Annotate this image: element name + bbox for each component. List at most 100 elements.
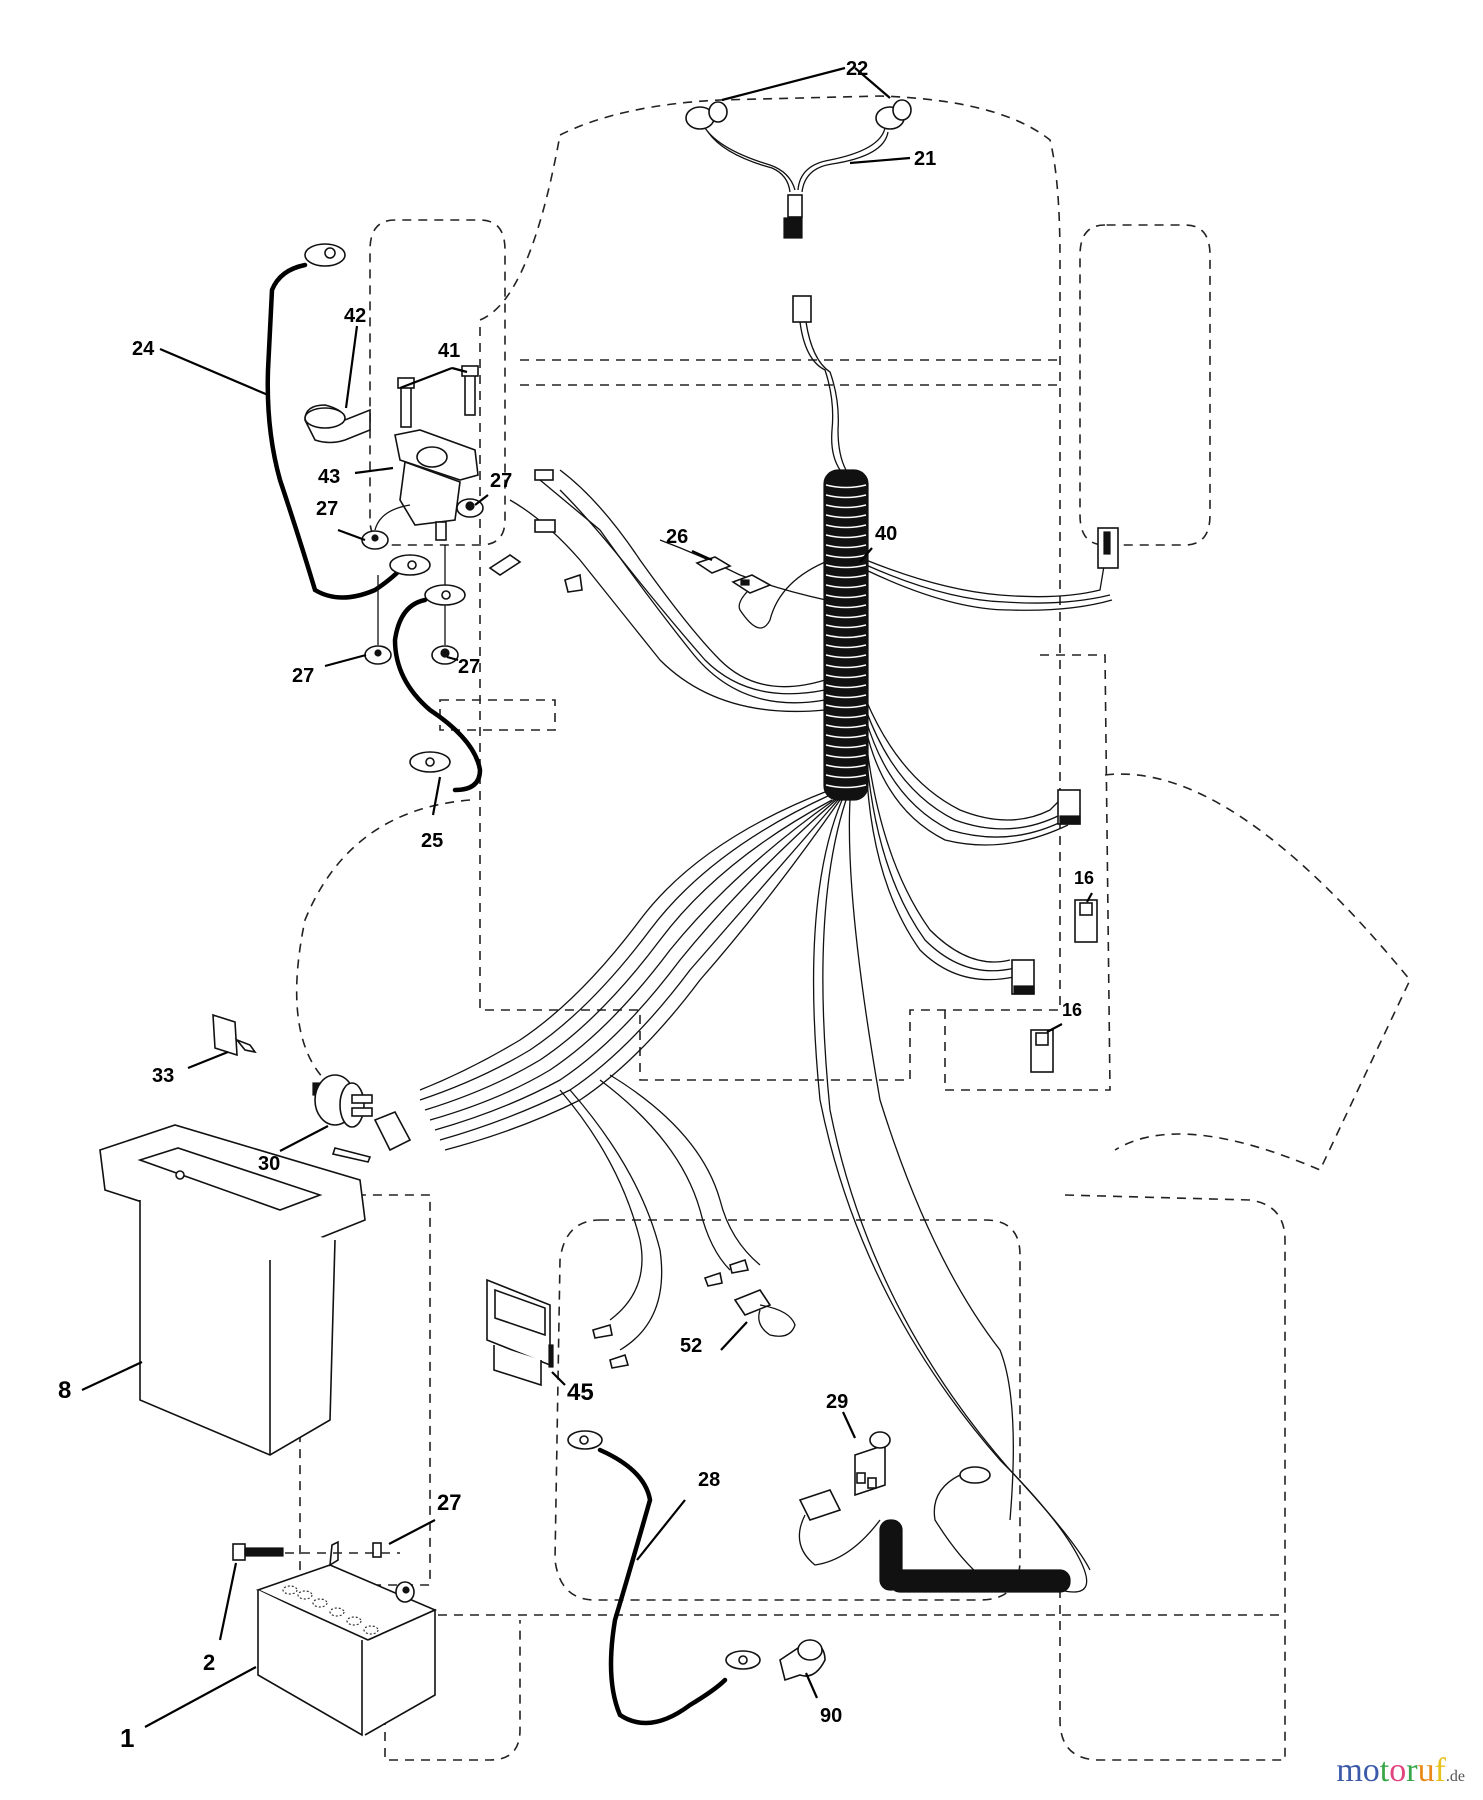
watermark-letter: f: [1434, 1752, 1446, 1789]
label-22: 22: [846, 58, 868, 80]
left-mid-panel: [439, 699, 556, 731]
front-right-wheel: [1079, 224, 1211, 546]
label-30: 30: [258, 1153, 280, 1175]
headlight-assembly: [685, 99, 912, 239]
label-16a: 16: [1074, 868, 1094, 888]
loom-ring: [825, 704, 867, 709]
loom-ring: [825, 694, 867, 699]
label-41: 41: [438, 340, 460, 362]
watermark-letter: o: [1389, 1752, 1407, 1789]
loom-ring: [825, 784, 867, 789]
loom-ring: [825, 714, 867, 719]
loom-ring: [825, 564, 867, 569]
label-28: 28: [698, 1469, 720, 1491]
switch-connectors-16: [1030, 899, 1098, 1073]
loom-ring: [825, 634, 867, 639]
loom-ring: [825, 544, 867, 549]
label-27c: 27: [292, 665, 314, 687]
label-27d: 27: [458, 656, 480, 678]
leader-lines: [81, 66, 1093, 1728]
headlight-connector: [787, 194, 803, 218]
solenoid-connectors: [488, 469, 583, 593]
headlight-right-socket: [892, 99, 912, 121]
battery-cable-24: [265, 243, 431, 600]
loom-ring: [825, 654, 867, 659]
loom-ring: [825, 574, 867, 579]
ground-cable-28: [567, 1430, 761, 1726]
solenoid-cable-25: [392, 584, 483, 793]
battery-1: [255, 1564, 437, 1737]
ignition-key-33: [212, 1013, 257, 1057]
watermark-letter: u: [1417, 1752, 1435, 1789]
deck-right: [1104, 773, 1411, 1172]
label-2: 2: [203, 1650, 215, 1675]
loom-ring: [825, 664, 867, 669]
battery-bolt-2: [232, 1543, 284, 1561]
watermark-suffix: .de: [1445, 1768, 1465, 1785]
label-8: 8: [58, 1377, 71, 1404]
label-29: 29: [826, 1391, 848, 1413]
loom-ring: [825, 774, 867, 779]
loom-ring: [825, 674, 867, 679]
loom-ring: [825, 684, 867, 689]
rear-left-wheel-arc: [295, 799, 471, 1086]
loom-ring: [825, 534, 867, 539]
watermark-letter: t: [1379, 1752, 1390, 1789]
loom-ring: [825, 754, 867, 759]
label-45: 45: [567, 1379, 594, 1406]
watermark-letter: r: [1406, 1752, 1418, 1789]
harness-loom-40: [823, 469, 869, 801]
harness-front-connector: [792, 295, 812, 323]
loom-ring: [825, 504, 867, 509]
label-43: 43: [318, 466, 340, 488]
label-26: 26: [666, 526, 688, 548]
ignition-switch-30: [312, 1074, 412, 1163]
terminal-boot-42: [304, 404, 371, 444]
loom-ring: [825, 604, 867, 609]
watermark-letter: o: [1362, 1752, 1380, 1789]
label-52: 52: [680, 1335, 702, 1357]
loom-ring: [825, 644, 867, 649]
watermark-letter: m: [1336, 1752, 1363, 1789]
rear-right-fender: [1059, 1194, 1286, 1761]
label-1: 1: [120, 1723, 134, 1753]
front-left-wheel: [369, 219, 506, 546]
loom-ring: [825, 734, 867, 739]
label-27a: 27: [316, 498, 338, 520]
hex-nuts-27: [361, 498, 484, 665]
loom-ring: [825, 764, 867, 769]
label-33: 33: [152, 1065, 174, 1087]
loom-ring: [825, 524, 867, 529]
loom-ring: [825, 514, 867, 519]
rear-left-lower: [384, 1620, 521, 1761]
hood-outline: [479, 95, 1061, 1081]
label-25: 25: [421, 830, 443, 852]
headlight-left-socket: [708, 101, 728, 123]
seat-switch-29: [798, 1431, 1071, 1593]
right-frame: [944, 654, 1111, 1091]
loom-ring: [825, 594, 867, 599]
loom-ring: [825, 624, 867, 629]
label-27b: 27: [490, 470, 512, 492]
battery-tray-8: [99, 1124, 366, 1456]
lamp-connector-52: [733, 1289, 796, 1337]
callout-labels: 22 21 24 42 41 43 27 27 27 27 27 26 40 2…: [58, 58, 1094, 1753]
front-axle: [520, 359, 1060, 386]
label-42: 42: [344, 305, 366, 327]
loom-ring: [825, 724, 867, 729]
label-40: 40: [875, 523, 897, 545]
motoruf-watermark: motoruf.de: [1336, 1752, 1465, 1790]
tractor-outline: [295, 95, 1411, 1761]
loom-ring: [825, 614, 867, 619]
main-harness: [419, 295, 1119, 1593]
fuse-26: [695, 556, 772, 594]
label-90: 90: [820, 1705, 842, 1727]
ammeter-45: [486, 1278, 554, 1387]
solenoid-43: [374, 365, 479, 541]
label-16b: 16: [1062, 1000, 1082, 1020]
loom-ring: [825, 744, 867, 749]
loom-ring: [825, 554, 867, 559]
ammeter-terminals: [592, 1258, 750, 1369]
loom-ring: [825, 584, 867, 589]
